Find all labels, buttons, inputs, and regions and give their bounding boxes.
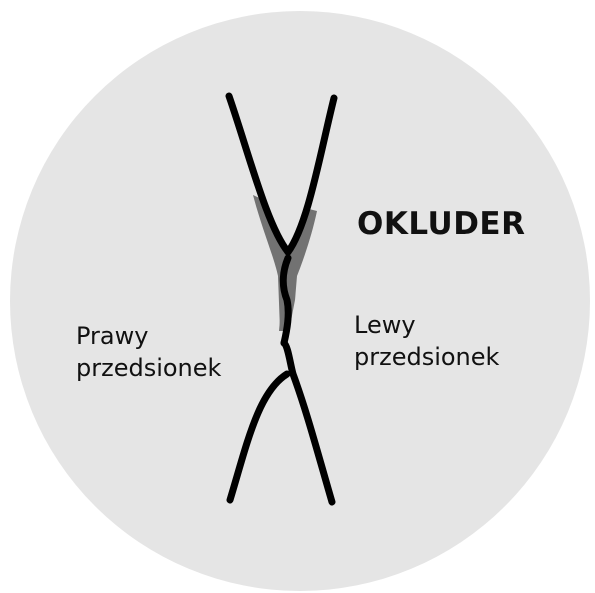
left-atrium-label-line-2: przedsionek xyxy=(354,341,499,373)
right-atrium-label-line-2: przedsionek xyxy=(76,352,221,384)
occluder-label: OKLUDER xyxy=(357,206,525,242)
septum-central-strand xyxy=(283,258,288,343)
right-atrium-label-line-1: Prawy xyxy=(76,320,221,352)
left-atrium-label: Lewy przedsionek xyxy=(354,309,499,373)
background-circle xyxy=(10,11,590,591)
left-atrium-label-line-1: Lewy xyxy=(354,309,499,341)
right-atrium-label: Prawy przedsionek xyxy=(76,320,221,384)
